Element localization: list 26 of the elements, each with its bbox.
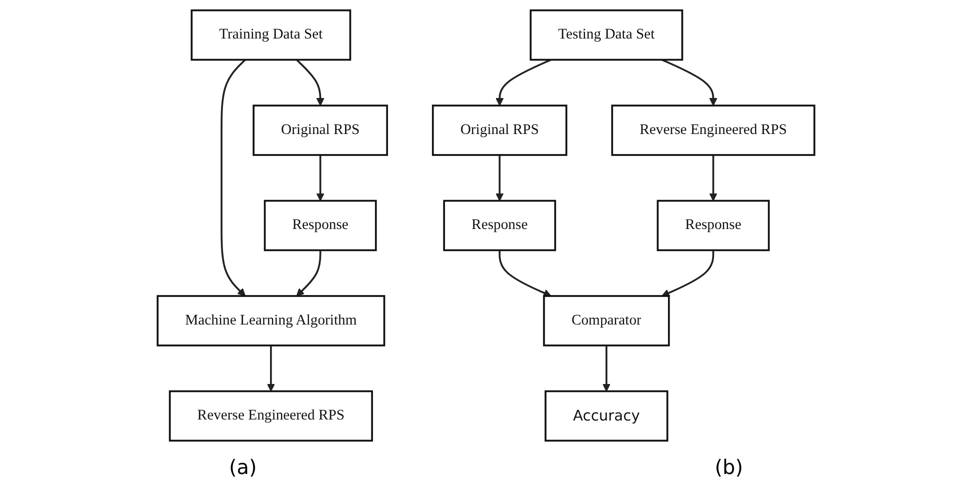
- arrow: [296, 58, 324, 106]
- node-box: Comparator: [543, 294, 670, 346]
- node-box: Reverse Engineered RPS: [168, 390, 373, 442]
- panel-label: (a): [228, 455, 257, 479]
- arrow: [496, 58, 552, 106]
- arrow: [602, 344, 610, 392]
- node-box: Machine Learning Algorithm: [156, 294, 386, 346]
- arrow: [266, 344, 275, 392]
- node-box: Reverse Engineered RPS: [611, 104, 816, 156]
- arrow: [662, 58, 718, 106]
- node-box: Accuracy: [544, 390, 668, 442]
- arrow: [662, 250, 714, 296]
- arrow: [496, 154, 504, 201]
- node-box: Original RPS: [432, 104, 568, 156]
- arrow: [709, 154, 718, 201]
- node-box: Response: [264, 199, 377, 251]
- arrow: [220, 58, 246, 296]
- panel-label: (b): [714, 455, 744, 479]
- node-box: Response: [656, 199, 770, 251]
- node-box: Response: [443, 199, 556, 251]
- arrow: [498, 250, 552, 296]
- node-box: Testing Data Set: [530, 8, 684, 60]
- arrow: [296, 250, 322, 296]
- node-box: Training Data Set: [190, 8, 352, 60]
- node-box: Original RPS: [252, 104, 388, 156]
- arrow: [316, 154, 324, 201]
